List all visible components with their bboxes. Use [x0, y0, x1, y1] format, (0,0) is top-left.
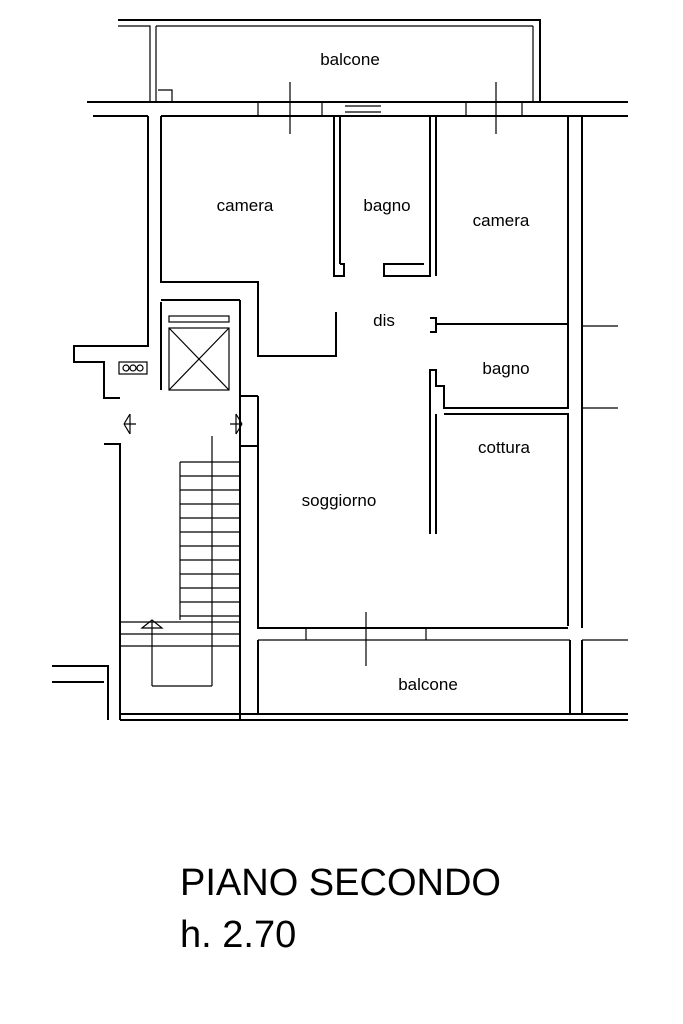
ceiling-height: h. 2.70 [180, 914, 297, 956]
room-label-balcone-top: balcone [320, 50, 380, 69]
top-outer-wall [87, 82, 628, 134]
top-balcony-walls [118, 19, 541, 102]
left-walls [52, 116, 337, 720]
floor-plan: balcone camera bagno camera dis bagno co… [52, 19, 628, 721]
room-label-cottura: cottura [478, 438, 531, 457]
room-label-soggiorno: soggiorno [302, 491, 377, 510]
bottom-walls [120, 396, 628, 721]
room-label-camera-left: camera [217, 196, 274, 215]
lift-and-stairs [118, 315, 258, 720]
floor-title: PIANO SECONDO [180, 862, 501, 904]
room-label-camera-right: camera [473, 211, 530, 230]
room-label-bagno-right: bagno [482, 359, 529, 378]
interior-walls [333, 116, 618, 628]
room-label-dis: dis [373, 311, 395, 330]
room-label-balcone-bottom: balcone [398, 675, 458, 694]
room-label-bagno-top: bagno [363, 196, 410, 215]
